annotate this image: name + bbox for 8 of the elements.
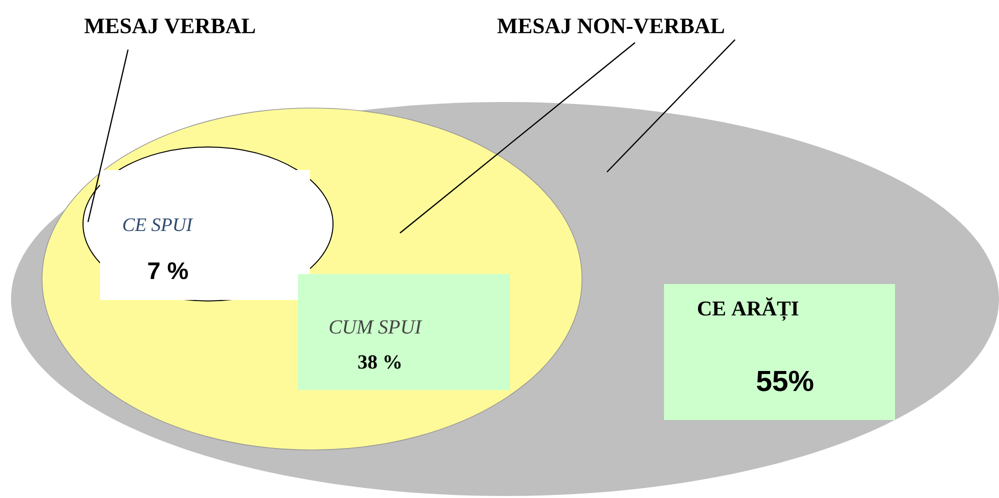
text-box: CE ARĂȚI 55% bbox=[664, 284, 895, 420]
leader-line bbox=[87, 50, 129, 222]
leader-line bbox=[400, 42, 636, 234]
text-box: CUM SPUI 38 % bbox=[298, 274, 510, 390]
heading-label: MESAJ VERBAL bbox=[84, 18, 255, 34]
leader-line bbox=[606, 39, 736, 172]
ellipse-region: CE SPUI 7 % bbox=[82, 146, 334, 302]
heading-label: MESAJ NON-VERBAL bbox=[497, 18, 724, 34]
